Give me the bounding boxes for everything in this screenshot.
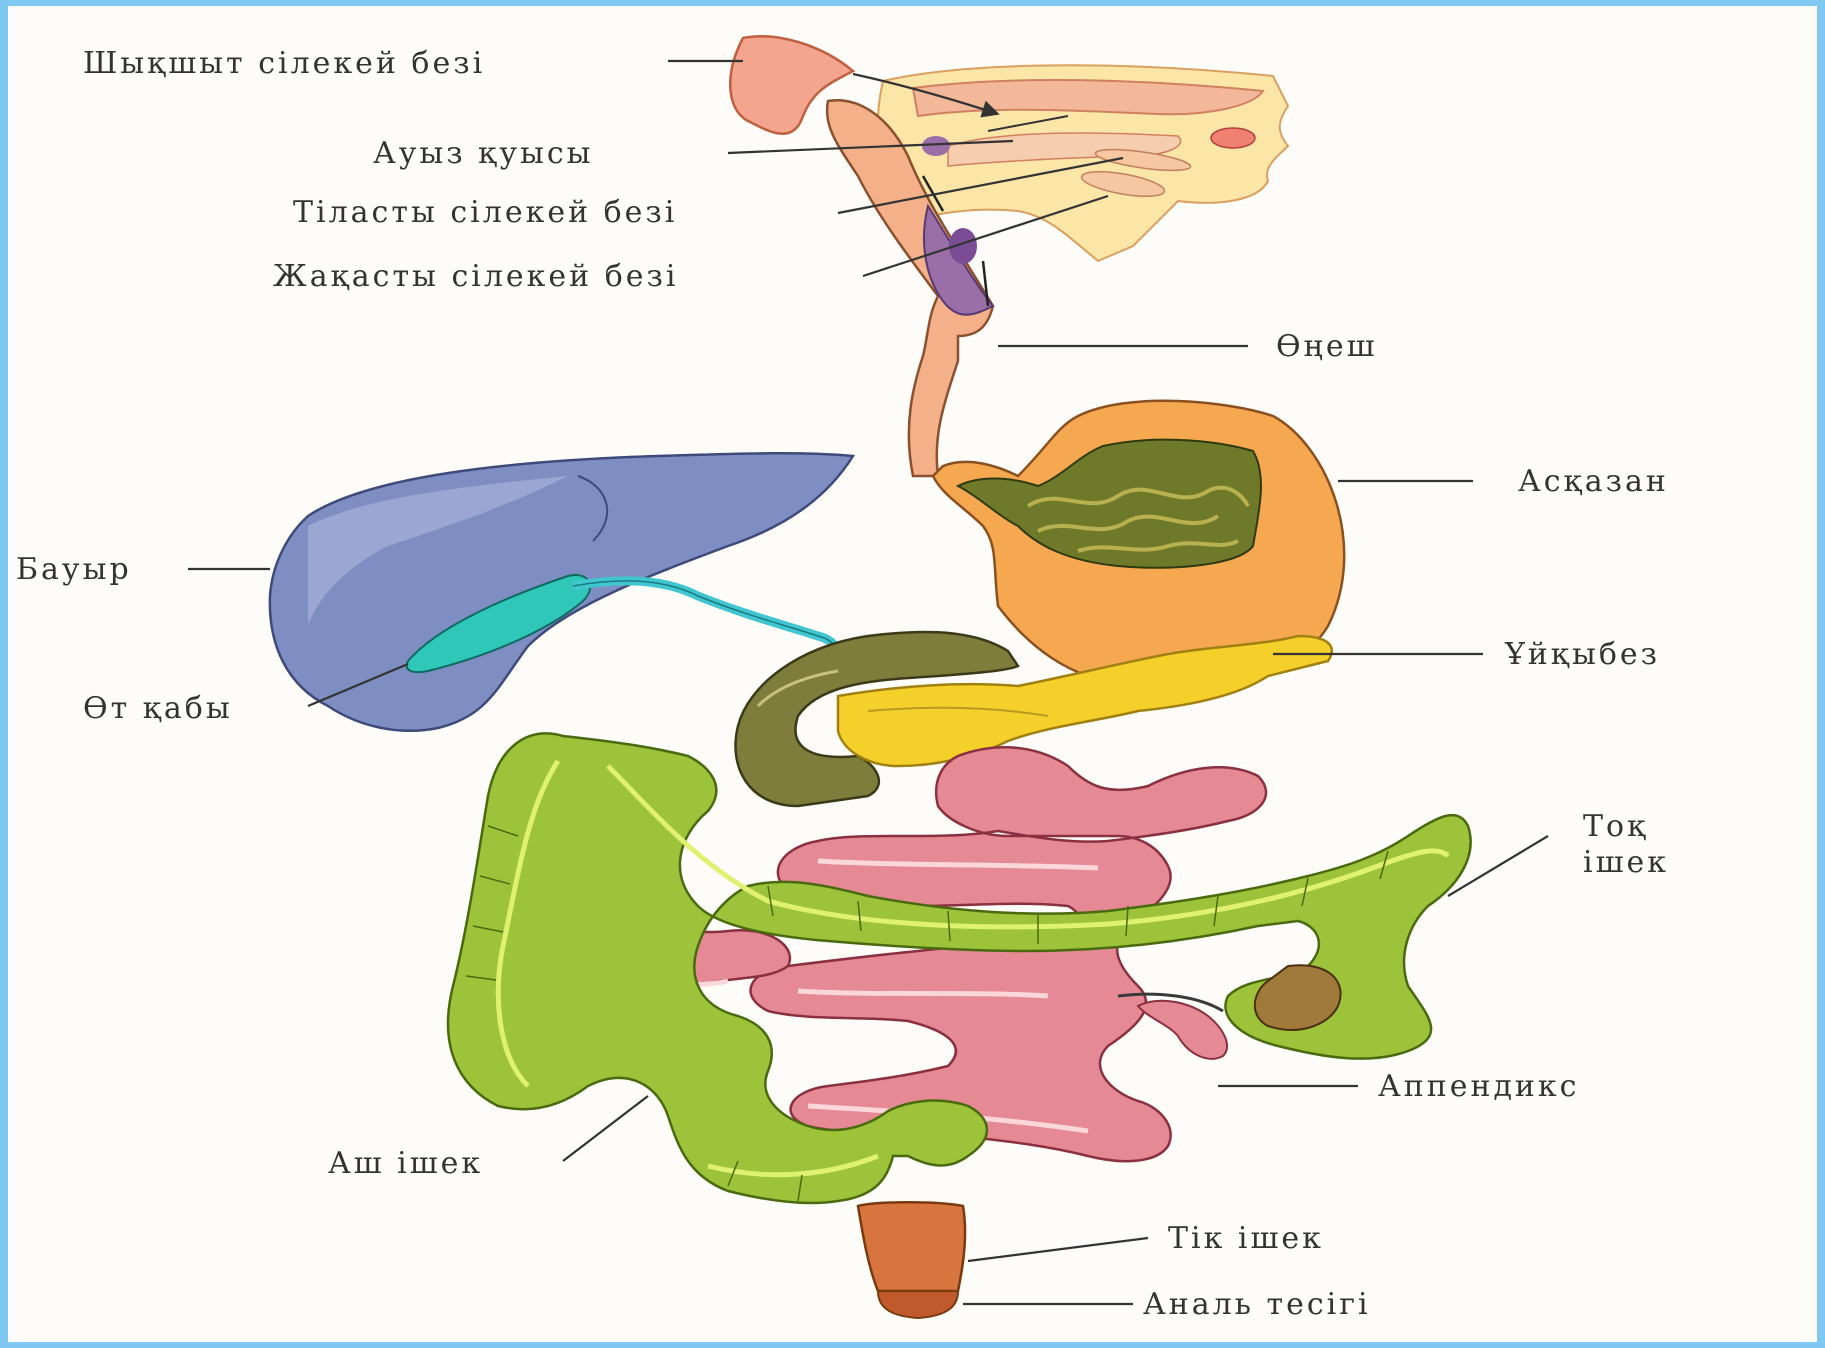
diagram-frame: Шықшыт сілекей безі Ауыз қуысы Тіласты с… [8,6,1817,1342]
mouth-lips [1211,128,1255,148]
label-appendix: Аппендикс [1378,1069,1579,1104]
digestive-system-diagram: Шықшыт сілекей безі Ауыз қуысы Тіласты с… [8,6,1817,1342]
label-stomach: Асқазан [1518,464,1669,499]
label-colon-line1: Тоқ [1583,809,1648,844]
label-pancreas: Ұйқыбез [1504,637,1660,672]
rectum-shape [858,1202,965,1318]
label-sublingual-gland: Тіласты сілекей безі [293,195,677,230]
label-colon-line2: ішек [1583,845,1669,880]
label-submandibular-gland: Жақасты сілекей безі [273,259,678,294]
label-small-intestine: Аш ішек [328,1146,483,1181]
label-parotid-gland: Шықшыт сілекей безі [83,46,485,81]
label-gallbladder: Өт қабы [83,691,233,726]
label-oral-cavity: Ауыз қуысы [373,136,594,171]
label-liver: Бауыр [16,552,132,587]
label-anus: Аналь тесігі [1143,1287,1371,1322]
label-rectum: Тік ішек [1168,1221,1324,1256]
label-esophagus: Өңеш [1276,329,1377,364]
